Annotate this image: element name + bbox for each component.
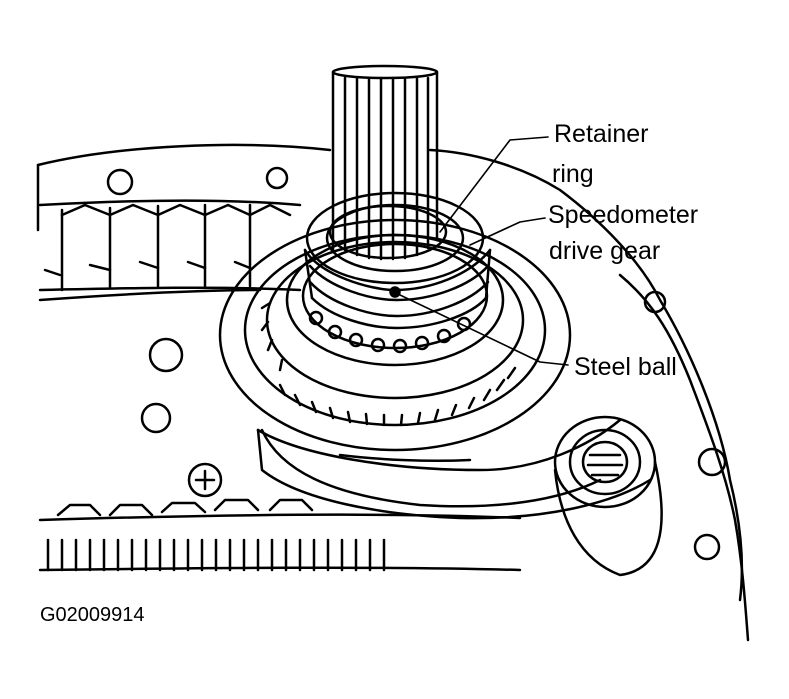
bracket	[256, 418, 652, 520]
label-speedometer: Speedometer	[548, 201, 699, 229]
case-outline-right-wavy	[618, 273, 750, 642]
leader-speedometer	[469, 217, 546, 246]
label-retainer: Retainer	[554, 120, 649, 148]
case-outline	[36, 143, 744, 602]
threaded-boss	[553, 415, 663, 577]
shaft	[331, 64, 439, 261]
upper-chain	[38, 199, 302, 292]
case-outline-left	[36, 163, 262, 302]
label-ring: ring	[552, 160, 594, 188]
screw	[187, 462, 223, 498]
figure-id: G02009914	[40, 604, 145, 626]
leader-steel-ball	[399, 294, 569, 366]
gear-ring	[218, 218, 572, 452]
lower-chain	[38, 498, 522, 572]
label-steel-ball: Steel ball	[574, 353, 677, 381]
retainer-ring	[328, 204, 448, 260]
bolt-holes	[106, 166, 727, 561]
label-drive-gear: drive gear	[549, 237, 661, 265]
leader-retainer-ring	[439, 136, 549, 233]
steel-ball	[389, 286, 401, 298]
